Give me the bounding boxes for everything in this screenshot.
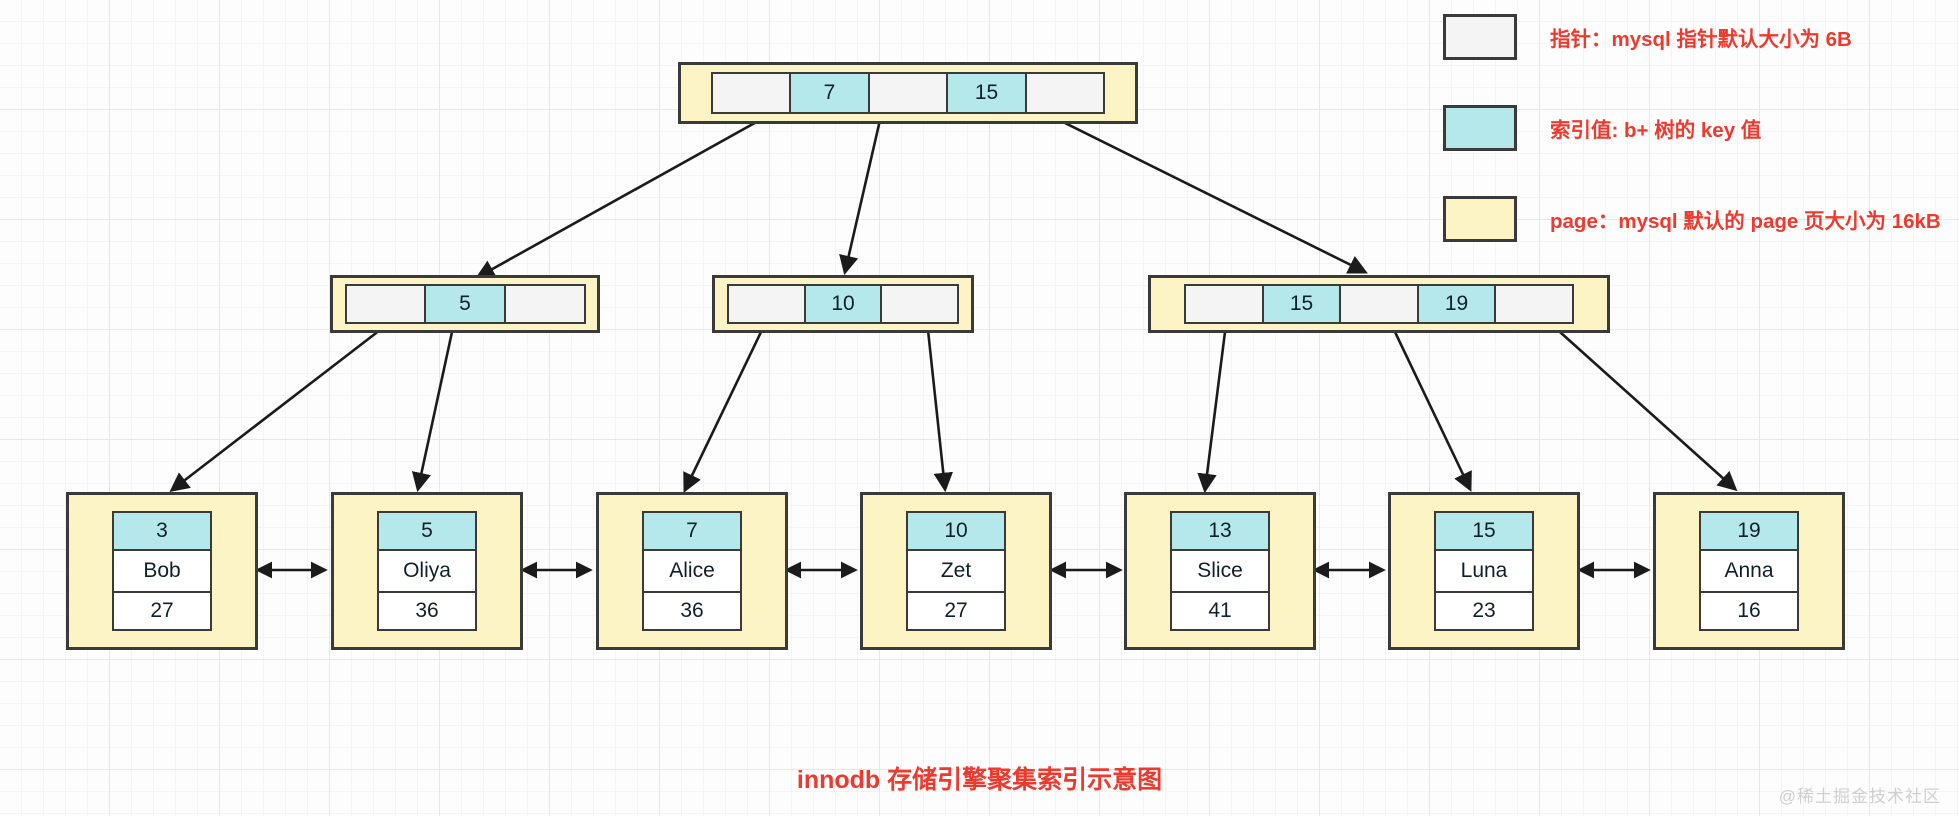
leaf-4-age[interactable]: 41: [1172, 591, 1268, 629]
leaf-0-age[interactable]: 27: [114, 591, 210, 629]
leaf-page-5[interactable]: 15 Luna 23: [1388, 492, 1580, 650]
legend-item-key: 索引值: b+ 树的 key 值: [1443, 105, 1941, 151]
leaf-2-age[interactable]: 36: [644, 591, 740, 629]
leaf-page-1[interactable]: 5 Oliya 36: [331, 492, 523, 650]
legend-label-page: page：mysql 默认的 page 页大小为 16kB: [1550, 210, 1941, 233]
leaf-1-age[interactable]: 36: [379, 591, 475, 629]
internal-right-key-19[interactable]: 19: [1416, 284, 1497, 324]
leaf-2-record: 7 Alice 36: [642, 511, 742, 631]
diagram-caption: innodb 存储引擎聚集索引示意图: [796, 766, 1163, 794]
leaf-2-name[interactable]: Alice: [644, 549, 740, 591]
legend-item-page: page：mysql 默认的 page 页大小为 16kB: [1443, 196, 1941, 242]
internal-middle-pointer-1[interactable]: [880, 284, 959, 324]
leaf-page-4[interactable]: 13 Slice 41: [1124, 492, 1316, 650]
leaf-3-record: 10 Zet 27: [906, 511, 1006, 631]
internal-left-cell-strip: 5: [344, 284, 586, 324]
leaf-3-key[interactable]: 10: [908, 513, 1004, 549]
internal-right-pointer-0[interactable]: [1184, 284, 1264, 324]
leaf-3-name[interactable]: Zet: [908, 549, 1004, 591]
leaf-4-key[interactable]: 13: [1172, 513, 1268, 549]
leaf-0-key[interactable]: 3: [114, 513, 210, 549]
leaf-2-key[interactable]: 7: [644, 513, 740, 549]
watermark: @稀土掘金技术社区: [1778, 787, 1941, 806]
internal-left-pointer-0[interactable]: [344, 284, 427, 324]
internal-middle-pointer-0[interactable]: [727, 284, 806, 324]
legend-swatch-page: [1443, 196, 1517, 242]
internal-middle-key-10[interactable]: 10: [803, 284, 883, 324]
legend-item-pointer: 指针：mysql 指针默认大小为 6B: [1443, 14, 1941, 60]
leaf-1-record: 5 Oliya 36: [377, 511, 477, 631]
leaf-0-name[interactable]: Bob: [114, 549, 210, 591]
legend: 指针：mysql 指针默认大小为 6B 索引值: b+ 树的 key 值 pag…: [1443, 14, 1941, 287]
legend-swatch-key: [1443, 105, 1517, 151]
internal-left-pointer-1[interactable]: [503, 284, 586, 324]
root-cell-strip: 7 15: [711, 72, 1105, 114]
root-pointer-1[interactable]: [868, 72, 948, 114]
root-pointer-2[interactable]: [1025, 72, 1105, 114]
internal-left-key-5[interactable]: 5: [424, 284, 506, 324]
leaf-4-name[interactable]: Slice: [1172, 549, 1268, 591]
internal-right-pointer-1[interactable]: [1339, 284, 1419, 324]
root-pointer-0[interactable]: [711, 72, 791, 114]
leaf-4-record: 13 Slice 41: [1170, 511, 1270, 631]
leaf-6-age[interactable]: 16: [1701, 591, 1797, 629]
leaf-0-record: 3 Bob 27: [112, 511, 212, 631]
root-page[interactable]: 7 15: [678, 62, 1138, 124]
leaf-1-name[interactable]: Oliya: [379, 549, 475, 591]
leaf-5-record: 15 Luna 23: [1434, 511, 1534, 631]
legend-label-key: 索引值: b+ 树的 key 值: [1550, 119, 1762, 142]
leaf-5-age[interactable]: 23: [1436, 591, 1532, 629]
legend-swatch-pointer: [1443, 14, 1517, 60]
leaf-5-key[interactable]: 15: [1436, 513, 1532, 549]
internal-right-key-15[interactable]: 15: [1261, 284, 1342, 324]
leaf-3-age[interactable]: 27: [908, 591, 1004, 629]
leaf-page-2[interactable]: 7 Alice 36: [596, 492, 788, 650]
leaf-page-6[interactable]: 19 Anna 16: [1653, 492, 1845, 650]
internal-right-pointer-2[interactable]: [1494, 284, 1574, 324]
root-key-15[interactable]: 15: [945, 72, 1028, 114]
leaf-page-3[interactable]: 10 Zet 27: [860, 492, 1052, 650]
internal-middle-cell-strip: 10: [727, 284, 959, 324]
legend-label-pointer: 指针：mysql 指针默认大小为 6B: [1550, 28, 1852, 51]
leaf-5-name[interactable]: Luna: [1436, 549, 1532, 591]
internal-page-right[interactable]: 15 19: [1148, 275, 1610, 333]
leaf-1-key[interactable]: 5: [379, 513, 475, 549]
internal-page-left[interactable]: 5: [330, 275, 600, 333]
leaf-6-name[interactable]: Anna: [1701, 549, 1797, 591]
leaf-6-key[interactable]: 19: [1701, 513, 1797, 549]
leaf-page-0[interactable]: 3 Bob 27: [66, 492, 258, 650]
internal-right-cell-strip: 15 19: [1184, 284, 1574, 324]
root-key-7[interactable]: 7: [788, 72, 871, 114]
internal-page-middle[interactable]: 10: [712, 275, 974, 333]
leaf-6-record: 19 Anna 16: [1699, 511, 1799, 631]
